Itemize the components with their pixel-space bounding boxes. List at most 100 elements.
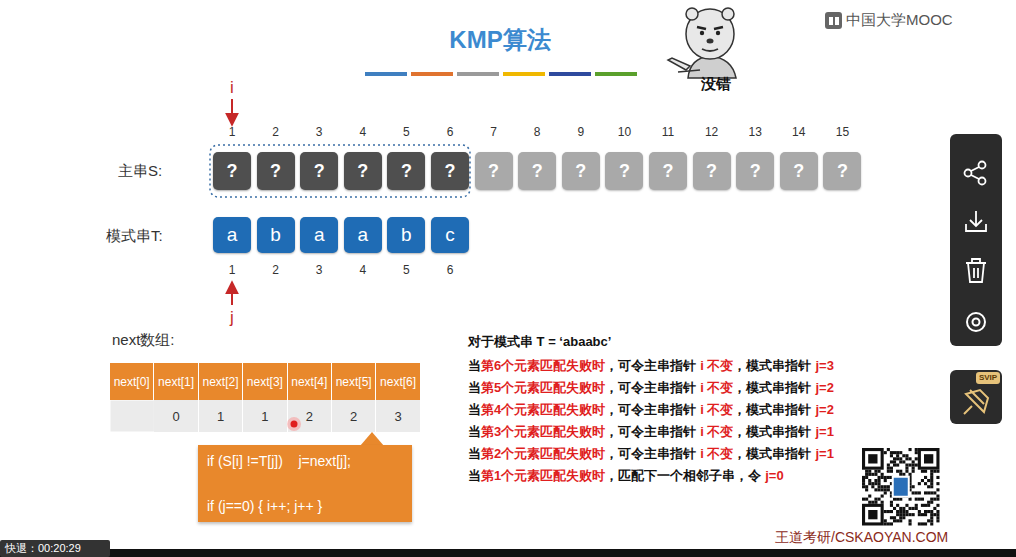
pointer-arrow [231,99,233,124]
node-text: if (S[i] !=T[j]) j=next[j]; [207,453,351,469]
rule-text: 当 [468,444,481,464]
qr-code [874,470,877,473]
node-text: 1 [261,409,268,424]
node-text: ? [837,161,848,182]
code-callout: if (S[i] !=T[j]) j=next[j];if (j==0) { i… [198,445,412,522]
highlight-text: i 不变 [700,400,733,420]
highlight-text: j=1 [815,444,833,464]
badge-text: SVIP [928,368,1016,388]
qr-code [868,454,877,463]
callout-pointer [360,432,384,446]
mooc-logo-icon [829,17,839,25]
highlight-text: 第3个元素匹配失败时 [481,422,605,442]
qr-code [868,479,871,482]
qr-code [868,501,871,504]
qr-code [912,513,915,516]
rule-line: 当第4个元素匹配失败时，可令主串指针i 不变，模式串指针j=2 [468,400,834,420]
qr-code [905,470,908,473]
qr-code [930,476,933,479]
rule-line: 当第5个元素匹配失败时，可令主串指针i 不变，模式串指针j=2 [468,378,834,398]
qr-code [884,488,887,491]
qr-code [899,519,902,522]
brand-logo: 中国大学MOOC [846,10,953,30]
qr-code [874,498,877,501]
qr-code [924,454,933,463]
qr-code [933,491,936,494]
meme-figure [678,70,700,72]
qr-code [905,504,908,507]
qr-code [890,516,893,519]
qr-code [912,491,915,494]
qr-code [930,479,933,482]
qr-code [912,507,915,510]
table-value-cell: 2 [332,400,376,432]
side-toolbar [979,178,986,185]
rule-text: 当 [468,356,481,376]
rule-text: ，模式串指针 [733,422,811,442]
qr-code [918,522,921,525]
rule-text: ，可令主串指针 [605,400,696,420]
qr-code [899,451,902,454]
qr-code [899,498,902,501]
qr-code [909,507,912,510]
qr-code [905,464,908,467]
side-toolbar [967,313,985,331]
node-text: 1 [217,409,224,424]
qr-code [896,470,899,473]
title-underline [595,72,637,76]
qr-code [893,451,896,454]
title-underline [457,72,499,76]
qr-code [892,476,910,498]
qr-code [909,473,912,476]
title-underline [365,72,637,76]
highlight-text: 第4个元素匹配失败时 [481,400,605,420]
qr-code [893,516,896,519]
qr-code [919,450,938,469]
mooc-logo-icon [825,12,842,29]
qr-code [874,473,877,476]
qr-code [930,513,933,516]
pointer-name: j [172,308,292,328]
qr-code [927,501,930,504]
table-header-cell: next[3] [243,363,287,400]
string-char-box: ? [562,152,600,190]
side-toolbar [950,134,1002,346]
qr-code [874,482,877,485]
qr-code [927,504,930,507]
qr-code [881,501,884,504]
qr-code [884,491,887,494]
qr-code [902,513,905,516]
qr-code [927,485,930,488]
qr-code [936,488,939,491]
qr-code [890,451,893,454]
string-char-box: ? [736,152,774,190]
meme-figure [714,27,723,29]
qr-code [887,467,890,470]
title-underline [365,72,407,76]
qr-code [936,470,939,473]
node-text: ? [663,161,674,182]
meme-figure [697,27,706,29]
node-text: ? [227,161,238,182]
qr-code [936,516,939,519]
qr-code [927,479,930,482]
qr-code [871,482,874,485]
qr-code [868,510,877,519]
qr-code [868,470,871,473]
string-char-box: ? [257,152,295,190]
side-toolbar [966,211,986,231]
qr-code [902,507,905,510]
node-text: 3 [394,409,401,424]
qr-code [936,510,939,513]
rule-text: 当 [468,422,481,442]
qr-code [884,485,887,488]
rule-line: 当第2个元素匹配失败时，可令主串指针i 不变，模式串指针j=1 [468,444,834,464]
highlight-text: i 不变 [700,422,733,442]
meme-figure [722,8,734,20]
qr-code [905,454,908,457]
title-underline [503,72,545,76]
qr-code [884,476,887,479]
rule-text: 当 [468,400,481,420]
node-text: ? [619,161,630,182]
string-char-box: ? [605,152,643,190]
